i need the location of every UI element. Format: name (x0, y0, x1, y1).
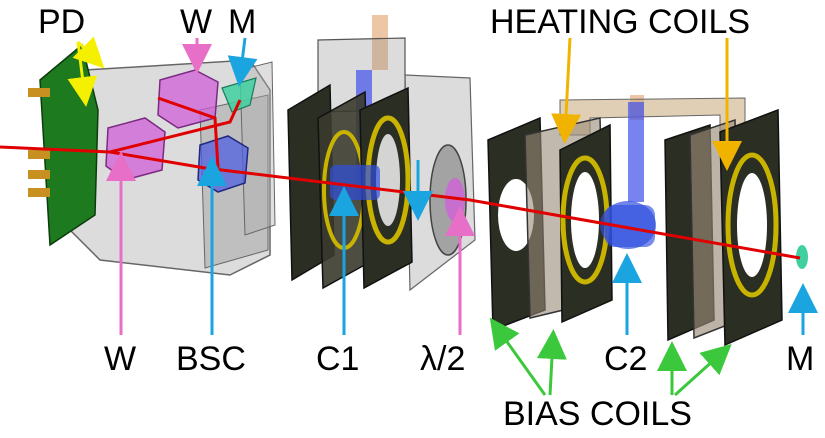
connector (28, 170, 50, 179)
label-pd: PD (38, 3, 85, 41)
mirror-end (796, 245, 808, 269)
cell-c1-assembly (287, 15, 476, 292)
cell-c2-assembly (487, 95, 808, 347)
label-m-top: M (228, 3, 256, 41)
label-c1: C1 (316, 340, 359, 378)
connector (28, 150, 50, 159)
pointer-arrows (67, 36, 818, 397)
label-w-bottom: W (104, 340, 136, 378)
label-w-top: W (180, 3, 212, 41)
beam-splitter-cube (197, 135, 249, 193)
waveplate-top (157, 69, 219, 129)
label-bsc: BSC (176, 340, 246, 378)
photodiode-pcb (39, 43, 99, 247)
label-c2: C2 (604, 340, 647, 378)
labels: PD W M HEATING COILS W BSC C1 λ/2 C2 M B… (38, 3, 814, 433)
label-bias-coils: BIAS COILS (503, 395, 692, 433)
label-lambda-half: λ/2 (420, 340, 465, 378)
label-m-right: M (786, 340, 814, 378)
connector (28, 88, 50, 97)
label-heating-coils: HEATING COILS (490, 3, 750, 41)
connector (28, 188, 50, 197)
waveplate-bottom (105, 117, 166, 181)
